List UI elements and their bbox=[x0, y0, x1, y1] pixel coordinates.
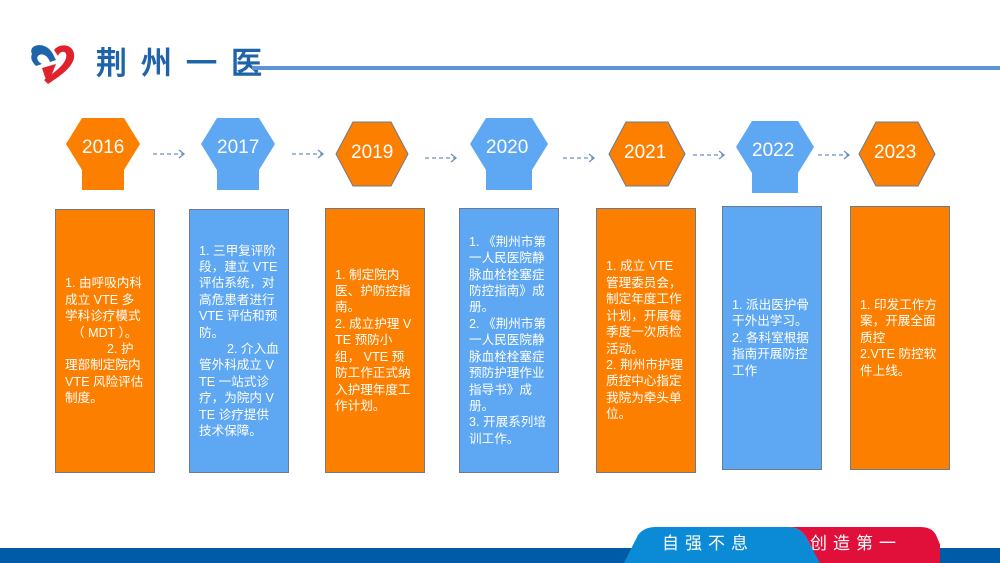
footer-slogan-badge bbox=[620, 527, 948, 563]
year-badge-2016: 2016 bbox=[66, 118, 140, 190]
year-label: 2023 bbox=[874, 142, 917, 163]
year-badge-2022: 2022 bbox=[736, 121, 814, 193]
milestone-card-2022: 1. 派出医护骨干外出学习。 2. 各科室根据指南开展防控工作 bbox=[722, 206, 822, 470]
dashed-arrow-icon bbox=[818, 147, 852, 160]
milestone-text: 1. 成立 VTE 管理委员会，制定年度工作计划，开展每季度一次质检活动。 2.… bbox=[606, 259, 683, 422]
milestone-card-2017: 1. 三甲复评阶段，建立 VTE 评估系统，对高危患者进行 VTE 评估和预防。… bbox=[189, 209, 289, 473]
milestone-text: 1. 由呼吸内科成立 VTE 多学科诊疗模式 （ MDT ）。 2. 护理部制定… bbox=[65, 276, 144, 406]
year-badge-2023: 2023 bbox=[858, 121, 936, 193]
slogan-left: 自强不息 bbox=[662, 534, 754, 553]
dashed-arrow-icon bbox=[693, 147, 727, 160]
heart-ribbon-logo-icon bbox=[26, 40, 78, 86]
slogan-right: 创造第一 bbox=[810, 534, 902, 553]
dashed-arrow-icon bbox=[563, 150, 597, 163]
year-label: 2021 bbox=[624, 142, 667, 163]
milestone-card-2016: 1. 由呼吸内科成立 VTE 多学科诊疗模式 （ MDT ）。 2. 护理部制定… bbox=[55, 209, 155, 473]
year-badge-2021: 2021 bbox=[608, 121, 686, 193]
year-badge-2019: 2019 bbox=[335, 121, 409, 193]
brand-title: 荆州一医 bbox=[96, 46, 276, 82]
dashed-arrow-icon bbox=[292, 146, 326, 159]
milestone-card-2023: 1. 印发工作方案，开展全面质控 2.VTE 防控软件上线。 bbox=[850, 206, 950, 470]
year-label: 2019 bbox=[351, 142, 394, 163]
milestone-text: 1. 印发工作方案，开展全面质控 2.VTE 防控软件上线。 bbox=[860, 297, 937, 378]
milestone-text: 1. 《荆州市第一人民医院静脉血栓栓塞症防控指南》成册。 2. 《荆州市第一人民… bbox=[469, 234, 546, 446]
year-badge-2020: 2020 bbox=[470, 118, 548, 190]
milestone-text: 1. 制定院内医、护防控指南。 2. 成立护理 VTE 预防小组， VTE 预防… bbox=[335, 267, 412, 413]
dashed-arrow-icon bbox=[153, 146, 187, 159]
year-label: 2016 bbox=[82, 137, 125, 158]
milestone-text: 1. 三甲复评阶段，建立 VTE 评估系统，对高危患者进行 VTE 评估和预防。… bbox=[199, 243, 279, 439]
milestone-card-2019: 1. 制定院内医、护防控指南。 2. 成立护理 VTE 预防小组， VTE 预防… bbox=[325, 208, 425, 473]
milestone-card-2021: 1. 成立 VTE 管理委员会，制定年度工作计划，开展每季度一次质检活动。 2.… bbox=[596, 208, 696, 473]
year-label: 2017 bbox=[217, 137, 260, 158]
header-divider bbox=[252, 66, 1000, 70]
milestone-card-2020: 1. 《荆州市第一人民医院静脉血栓栓塞症防控指南》成册。 2. 《荆州市第一人民… bbox=[459, 208, 559, 473]
year-badge-2017: 2017 bbox=[201, 118, 275, 190]
dashed-arrow-icon bbox=[425, 150, 459, 163]
year-label: 2020 bbox=[486, 137, 529, 158]
milestone-text: 1. 派出医护骨干外出学习。 2. 各科室根据指南开展防控工作 bbox=[732, 297, 809, 378]
year-label: 2022 bbox=[752, 140, 795, 161]
